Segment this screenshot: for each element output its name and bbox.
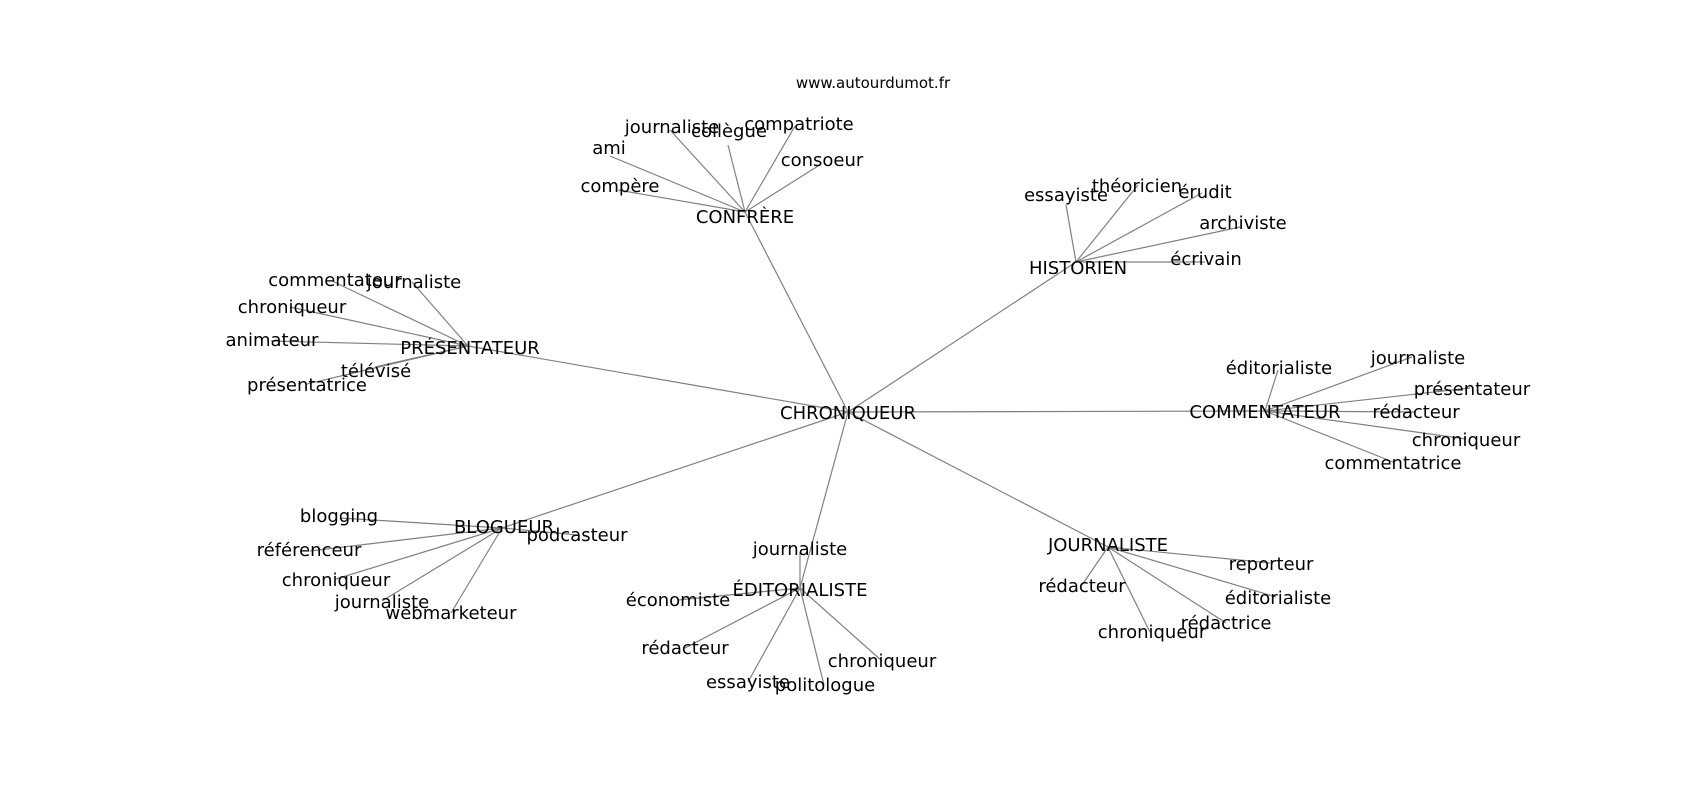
cluster-node-label: ÉDITORIALISTE [733, 579, 868, 601]
site-url: www.autourdumot.fr [796, 74, 951, 92]
edge-cluster-to-word [270, 340, 469, 347]
word-node-label: podcasteur [526, 525, 628, 546]
word-node-label: reporteur [1229, 554, 1314, 575]
word-node-label: théoricien [1092, 176, 1182, 197]
word-node-label: webmarketeur [386, 603, 518, 624]
word-node-label: journaliste [1370, 348, 1465, 369]
edge-cluster-to-word [617, 189, 746, 213]
edge-cluster-to-word [1075, 226, 1241, 263]
word-node-label: rédacteur [1038, 576, 1126, 597]
word-node-label: consoeur [781, 150, 864, 171]
word-node-label: rédactrice [1181, 613, 1272, 634]
graph-labels: CHRONIQUEURCONFRÈREjournalistecollègueco… [226, 114, 1531, 696]
word-node-label: écrivain [1170, 249, 1241, 270]
edge-cluster-to-word [339, 517, 503, 529]
edge-cluster-to-word [335, 527, 503, 580]
edge-cluster-to-word [1107, 546, 1271, 564]
edge-cluster-to-word [1107, 546, 1227, 624]
word-node-label: économiste [626, 590, 730, 611]
edge-cluster-to-word [1264, 410, 1415, 413]
edge-center-to-cluster [744, 211, 849, 413]
word-node-label: journaliste [366, 272, 461, 293]
edge-cluster-to-word [684, 587, 801, 649]
word-node-label: rédacteur [641, 638, 729, 659]
edge-cluster-to-word [501, 527, 579, 536]
cluster-node-label: CONFRÈRE [696, 206, 794, 228]
word-node-label: télévisé [341, 361, 411, 382]
edge-center-to-cluster [847, 410, 1266, 413]
edge-cluster-to-word [1264, 387, 1471, 412]
cluster-node-label: PRÉSENTATEUR [400, 337, 540, 359]
edge-cluster-to-word [609, 155, 746, 213]
edge-cluster-to-word [1107, 546, 1151, 633]
word-node-label: journaliste [752, 539, 847, 560]
center-node-label: CHRONIQUEUR [780, 403, 916, 424]
edge-cluster-to-word [309, 527, 503, 552]
word-node-label: éditorialiste [1225, 588, 1332, 609]
word-node-label: chroniqueur [1098, 622, 1207, 643]
edge-cluster-to-word [1264, 356, 1413, 412]
graph-edges [270, 125, 1471, 686]
cluster-node-label: COMMENTATEUR [1189, 402, 1340, 423]
cluster-node-label: BLOGUEUR [454, 517, 554, 538]
word-node-label: présentatrice [247, 375, 367, 396]
word-node-label: rédacteur [1372, 402, 1460, 423]
edge-cluster-to-word [1264, 369, 1279, 412]
edge-center-to-cluster [501, 411, 849, 529]
edge-cluster-to-word [289, 306, 469, 347]
word-node-label: chroniqueur [282, 570, 391, 591]
edge-cluster-to-word [306, 345, 469, 385]
edge-cluster-to-word [799, 587, 825, 686]
edge-center-to-cluster [847, 411, 1109, 548]
edge-cluster-to-word [727, 144, 746, 213]
edge-cluster-to-word [1075, 184, 1139, 263]
edge-cluster-to-word [450, 527, 503, 614]
word-node-label: référenceur [257, 540, 362, 561]
cluster-node-label: HISTORIEN [1029, 258, 1127, 279]
edge-cluster-to-word [744, 165, 819, 213]
edge-cluster-to-word [1081, 546, 1109, 586]
edge-cluster-to-word [411, 281, 469, 347]
word-node-label: blogging [300, 506, 378, 527]
word-node-label: essayiste [706, 672, 790, 693]
edge-cluster-to-word [1075, 192, 1203, 263]
edge-cluster-to-word [747, 587, 801, 683]
word-node-label: ami [592, 138, 626, 159]
word-node-label: chroniqueur [1412, 430, 1521, 451]
word-node-label: journaliste [624, 117, 719, 138]
word-node-label: érudit [1178, 182, 1231, 203]
edge-cluster-to-word [1107, 546, 1277, 598]
edge-center-to-cluster [799, 411, 849, 589]
word-node-label: chroniqueur [238, 297, 347, 318]
word-node-label: chroniqueur [828, 651, 937, 672]
edge-center-to-cluster [847, 261, 1077, 413]
edge-cluster-to-word [1264, 410, 1394, 463]
edge-cluster-to-word [799, 587, 883, 662]
word-node-label: collègue [691, 121, 767, 142]
edge-cluster-to-word [669, 129, 746, 213]
word-node-label: compère [580, 176, 659, 197]
edge-cluster-to-word [1264, 410, 1467, 440]
word-node-label: animateur [226, 330, 320, 351]
cluster-node-label: JOURNALISTE [1047, 535, 1168, 556]
word-node-label: essayiste [1024, 185, 1108, 206]
edge-cluster-to-word [331, 280, 469, 347]
word-node-label: présentateur [1414, 379, 1531, 400]
edge-cluster-to-word [381, 527, 503, 602]
word-node-label: commentatrice [1325, 453, 1462, 474]
word-node-label: archiviste [1199, 213, 1287, 234]
word-node-label: éditorialiste [1226, 358, 1333, 379]
word-node-label: journaliste [334, 592, 429, 613]
edge-center-to-cluster [467, 345, 849, 413]
word-node-label: commentateur [268, 270, 402, 291]
edge-cluster-to-word [677, 587, 801, 601]
word-node-label: politologue [775, 675, 875, 696]
edge-cluster-to-word [1065, 204, 1077, 263]
word-node-label: compatriote [744, 114, 854, 135]
edge-cluster-to-word [744, 125, 796, 213]
